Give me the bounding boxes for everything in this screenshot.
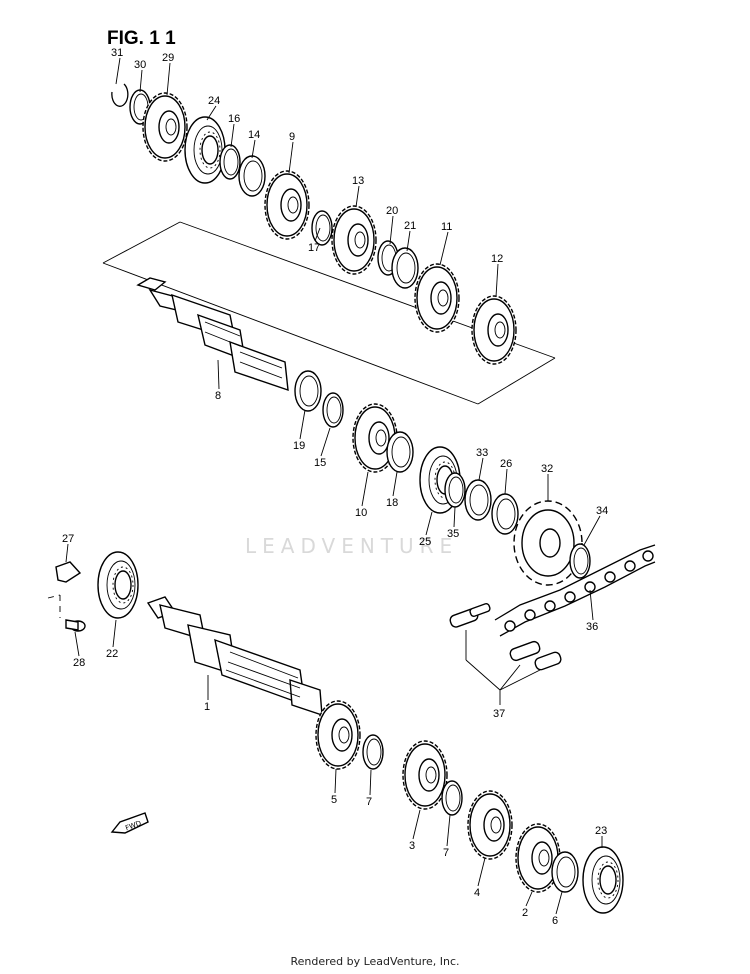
part-label-33: 33 xyxy=(476,447,488,459)
part-label-9: 9 xyxy=(289,131,295,143)
gear-5 xyxy=(315,700,361,770)
footer-credit: Rendered by LeadVenture, Inc. xyxy=(290,955,460,968)
part-label-28: 28 xyxy=(73,657,85,669)
part-label-22: 22 xyxy=(106,648,118,660)
part-label-25: 25 xyxy=(419,536,431,548)
part-label-32: 32 xyxy=(541,463,553,475)
part-label-18: 18 xyxy=(386,497,398,509)
washer-18 xyxy=(386,431,414,473)
engine-sprocket xyxy=(513,500,583,586)
bushing-15 xyxy=(322,392,344,428)
watermark-text: LEADVENTURE xyxy=(245,534,458,558)
gear-12 xyxy=(471,295,517,365)
gear-9 xyxy=(264,170,310,240)
washer-19 xyxy=(294,370,322,412)
fwd-arrow-icon: FWD xyxy=(110,812,149,834)
bolt-28 xyxy=(65,619,86,632)
part-label-7b: 7 xyxy=(443,847,449,859)
part-label-7a: 7 xyxy=(366,796,372,808)
spacer-33 xyxy=(464,479,492,521)
part-label-30: 30 xyxy=(134,59,146,71)
part-label-5: 5 xyxy=(331,794,337,806)
part-label-1: 1 xyxy=(204,701,210,713)
spacer-14 xyxy=(238,155,266,197)
part-label-21: 21 xyxy=(404,220,416,232)
gear-4 xyxy=(467,790,513,860)
part-label-8: 8 xyxy=(215,390,221,402)
leader-27-28 xyxy=(47,594,61,618)
part-label-15: 15 xyxy=(314,457,326,469)
part-label-16: 16 xyxy=(228,113,240,125)
part-label-26: 26 xyxy=(500,458,512,470)
part-label-4: 4 xyxy=(474,887,480,899)
part-labels: 31 30 29 24 16 14 9 13 20 21 17 11 12 8 … xyxy=(62,47,608,927)
part-label-20: 20 xyxy=(386,205,398,217)
drive-chain xyxy=(494,544,656,637)
circlip-7b xyxy=(441,780,463,816)
part-label-12: 12 xyxy=(491,253,503,265)
part-label-13: 13 xyxy=(352,175,364,187)
washer-6 xyxy=(551,851,579,893)
part-label-23: 23 xyxy=(595,825,607,837)
part-label-6: 6 xyxy=(552,915,558,927)
part-label-17: 17 xyxy=(308,242,320,254)
part-label-3: 3 xyxy=(409,840,415,852)
circlip-31 xyxy=(111,83,129,107)
part-label-11: 11 xyxy=(441,221,452,233)
part-label-35: 35 xyxy=(447,528,459,540)
part-label-2: 2 xyxy=(522,907,528,919)
oil-seal-35 xyxy=(444,472,466,508)
part-label-34: 34 xyxy=(596,505,608,517)
part-label-36: 36 xyxy=(586,621,598,633)
circlip-21 xyxy=(391,247,419,289)
gear-29 xyxy=(142,92,188,162)
bearing-22 xyxy=(97,551,139,619)
part-label-29: 29 xyxy=(162,52,174,64)
mainshaft xyxy=(146,596,323,716)
part-label-37: 37 xyxy=(493,708,505,720)
leader-lines xyxy=(65,57,603,915)
chain-joint xyxy=(449,602,562,691)
gear-13 xyxy=(331,205,377,275)
part-label-31: 31 xyxy=(111,47,123,59)
countershaft xyxy=(136,277,289,392)
part-label-14: 14 xyxy=(248,129,260,141)
circlip-34 xyxy=(569,543,591,579)
bearing-24 xyxy=(184,116,226,184)
figure-title: FIG. 1 1 xyxy=(107,28,176,49)
part-label-24: 24 xyxy=(208,95,220,107)
bearing-retainer-27 xyxy=(55,561,82,583)
part-label-10: 10 xyxy=(355,507,367,519)
part-label-27: 27 xyxy=(62,533,74,545)
circlip-7a xyxy=(362,734,384,770)
part-label-19: 19 xyxy=(293,440,305,452)
bushing-16 xyxy=(219,144,241,180)
gear-11 xyxy=(414,263,460,333)
gear-3 xyxy=(402,740,448,810)
bearing-23 xyxy=(582,846,624,914)
oil-seal-26 xyxy=(491,493,519,535)
